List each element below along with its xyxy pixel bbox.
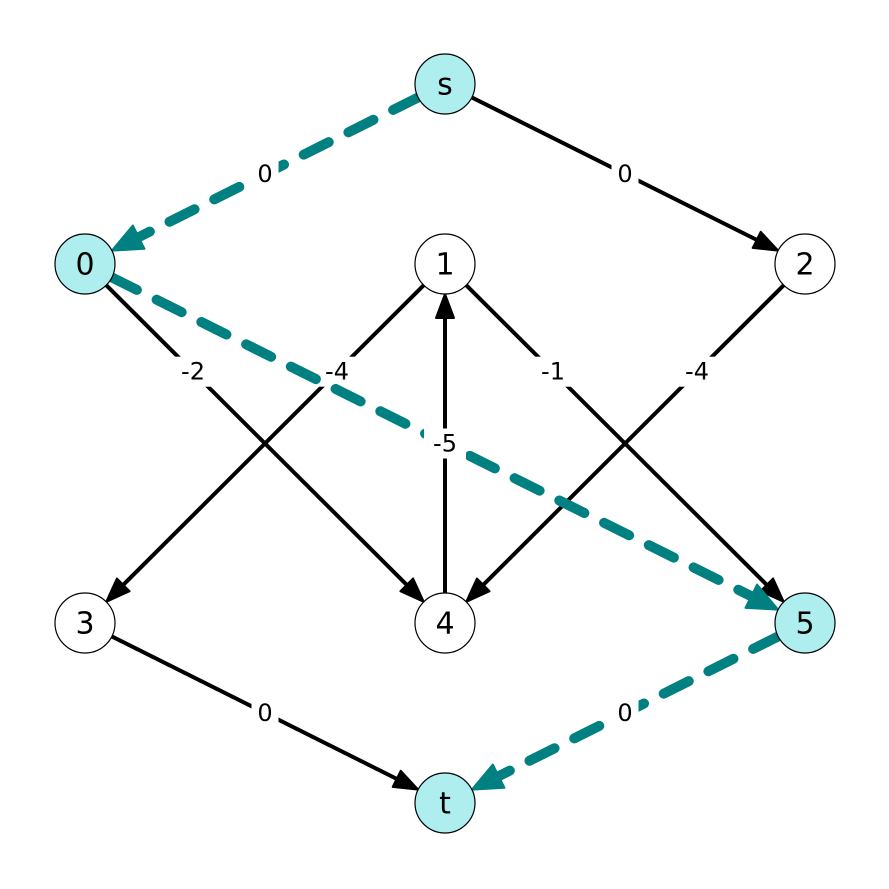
node-circle	[54, 233, 116, 295]
arrowhead-3-t	[391, 769, 420, 791]
arrowhead-5-t	[470, 763, 506, 791]
arrowhead-4-1	[435, 293, 455, 319]
edge-0-4	[104, 283, 425, 603]
node-5: 5	[774, 592, 836, 654]
node-label: s	[437, 68, 453, 103]
node-circle	[414, 233, 476, 295]
node-3: 3	[54, 592, 116, 654]
edge-label-background	[532, 356, 574, 387]
edge-line-0-4	[104, 283, 410, 588]
node-circle	[414, 772, 476, 834]
edge-weight-label: -4	[325, 358, 349, 386]
arrowhead-2-4	[465, 577, 491, 603]
edge-label-background	[611, 698, 639, 728]
node-1: 1	[414, 233, 476, 295]
node-label: t	[439, 787, 451, 822]
edge-2-4	[465, 283, 786, 603]
arrowhead-s-0	[110, 224, 146, 252]
edge-weight-label: 0	[257, 699, 272, 727]
node-circle	[774, 592, 836, 654]
node-s: s	[414, 53, 476, 115]
node-t: t	[414, 772, 476, 834]
edge-line-1-5	[464, 283, 770, 588]
edge-label-background	[316, 356, 358, 387]
nodes-layer: s 0 1 2 3 4 5 t	[54, 53, 836, 834]
node-label: 0	[75, 248, 94, 283]
node-circle	[774, 233, 836, 295]
edge-label-background	[251, 159, 279, 189]
arrowhead-1-3	[105, 577, 131, 603]
node-2: 2	[774, 233, 836, 295]
node-circle	[414, 592, 476, 654]
node-circle	[414, 53, 476, 115]
edge-label-background	[611, 159, 639, 189]
arrowhead-0-5	[744, 583, 780, 611]
node-label: 3	[75, 607, 94, 642]
node-circle	[54, 592, 116, 654]
arrowhead-0-4	[399, 577, 425, 603]
edge-weight-label: -1	[541, 358, 565, 386]
node-4: 4	[414, 592, 476, 654]
edge-label-background	[172, 356, 214, 387]
arrowhead-s-2	[751, 230, 780, 252]
edge-weight-label: 0	[617, 160, 632, 188]
edge-weight-label: 0	[257, 160, 272, 188]
edge-1-3	[105, 283, 426, 603]
edge-label-background	[424, 428, 466, 459]
edges-layer: 0-2-4-1-4500-50	[104, 92, 786, 791]
node-label: 5	[795, 607, 814, 642]
node-label: 4	[435, 607, 454, 642]
edge-line-1-3	[120, 283, 426, 588]
edge-weight-label: -4	[685, 358, 709, 386]
node-0: 0	[54, 233, 116, 295]
edge-1-5	[464, 283, 785, 603]
edge-label-background	[676, 356, 718, 387]
node-label: 2	[795, 248, 814, 283]
arrowhead-1-5	[759, 577, 785, 603]
edge-line-2-4	[480, 283, 786, 588]
edge-weight-label: -2	[181, 358, 205, 386]
edge-weight-label: 0	[617, 699, 632, 727]
edge-weight-label: -5	[433, 430, 457, 458]
node-label: 1	[435, 248, 454, 283]
edge-label-background	[251, 698, 279, 728]
